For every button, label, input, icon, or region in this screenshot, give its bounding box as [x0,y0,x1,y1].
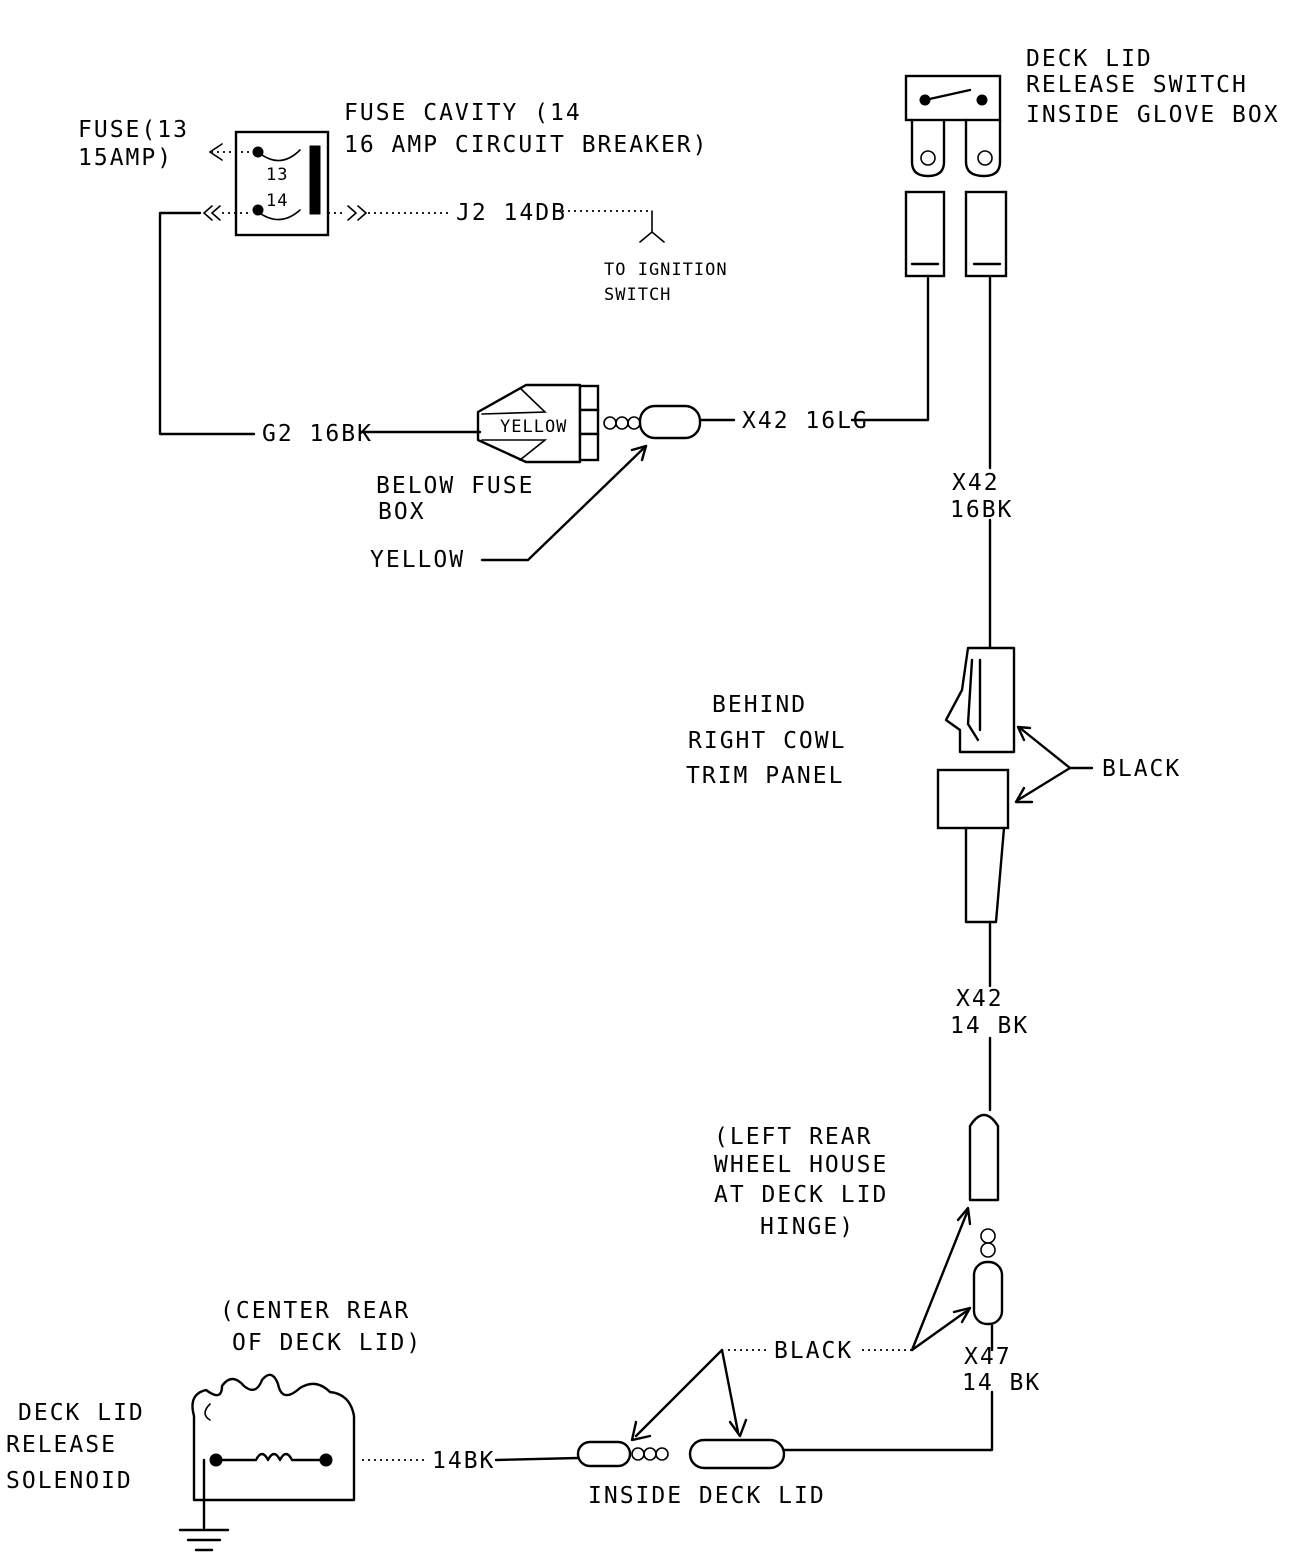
wire-x42-16bk-label-1: X42 [952,470,1000,496]
fuse-13-label: FUSE(13 [78,117,189,143]
inside-deck-lid-connector [576,1438,786,1470]
wire-x47-label-2: 14 BK [962,1370,1041,1396]
fuse-13-amp-label: 15AMP) [78,145,173,171]
black-cowl-label: BLACK [1102,756,1181,782]
lower-black-arrows [630,1206,972,1442]
solenoid-title-3: SOLENOID [6,1468,133,1494]
box-label: BOX [378,499,426,525]
wire-x42-16bk-label-2: 16BK [950,497,1013,523]
behind-cowl-label-3: TRIM PANEL [686,763,844,789]
cowl-connector [936,646,1016,924]
fuse-cavity-label: FUSE CAVITY (14 [344,100,582,126]
yellow-callout-arrow [480,444,648,562]
wire-x42-16lg [698,276,930,422]
wire-14bk [362,1456,580,1462]
wire-g2-label: G2 16BK [262,421,373,447]
wire-x42-14bk-label-2: 14 BK [950,1013,1029,1039]
switch-title-line1: DECK LID [1026,46,1153,72]
inside-deck-lid-label: INSIDE DECK LID [588,1483,826,1509]
circuit-breaker-label: 16 AMP CIRCUIT BREAKER) [344,132,709,158]
switch-title-line3: INSIDE GLOVE BOX [1026,102,1280,128]
yellow-connector [476,383,702,464]
wire-g2 [158,211,482,436]
behind-cowl-label-2: RIGHT COWL [688,728,846,754]
fuse-14-connector-marks [202,205,368,221]
wire-x42-14bk-label-1: X42 [956,986,1004,1012]
center-rear-label-1: (CENTER REAR [220,1298,410,1324]
left-rear-label-4: HINGE) [760,1214,855,1240]
fuse-number-13: 13 [266,165,288,185]
wire-j2-label: J2 14DB [456,200,567,226]
wire-j2 [368,210,665,243]
wheel-house-connector [968,1113,1004,1326]
fuse-number-14: 14 [266,191,288,211]
left-rear-label-1: (LEFT REAR [714,1124,872,1150]
wire-x47 [782,1322,994,1452]
left-rear-label-2: WHEEL HOUSE [714,1152,888,1178]
ground-icon [178,1528,230,1552]
yellow-callout-label: YELLOW [370,547,465,573]
solenoid-title-2: RELEASE [6,1432,117,1458]
fuse-box: 13 14 [234,130,330,237]
solenoid-title-1: DECK LID [18,1400,145,1426]
fuse-13-arrow [208,143,255,161]
wire-14bk-label: 14BK [432,1448,495,1474]
deck-lid-release-switch [904,74,1008,278]
black-lower-label: BLACK [774,1338,853,1364]
center-rear-label-2: OF DECK LID) [232,1330,422,1356]
to-ignition-label: TO IGNITION [604,260,728,280]
ignition-switch-label: SWITCH [604,285,671,305]
wire-x47-label-1: X47 [964,1344,1012,1370]
behind-cowl-label-1: BEHIND [712,692,807,718]
yellow-connector-label: YELLOW [500,417,567,437]
switch-title-line2: RELEASE SWITCH [1026,72,1248,98]
wire-x42-16lg-label: X42 16LG [742,408,869,434]
cowl-black-arrows [1014,725,1094,804]
left-rear-label-3: AT DECK LID [714,1182,888,1208]
below-fuse-label: BELOW FUSE [376,473,534,499]
deck-lid-release-solenoid [191,1373,356,1530]
